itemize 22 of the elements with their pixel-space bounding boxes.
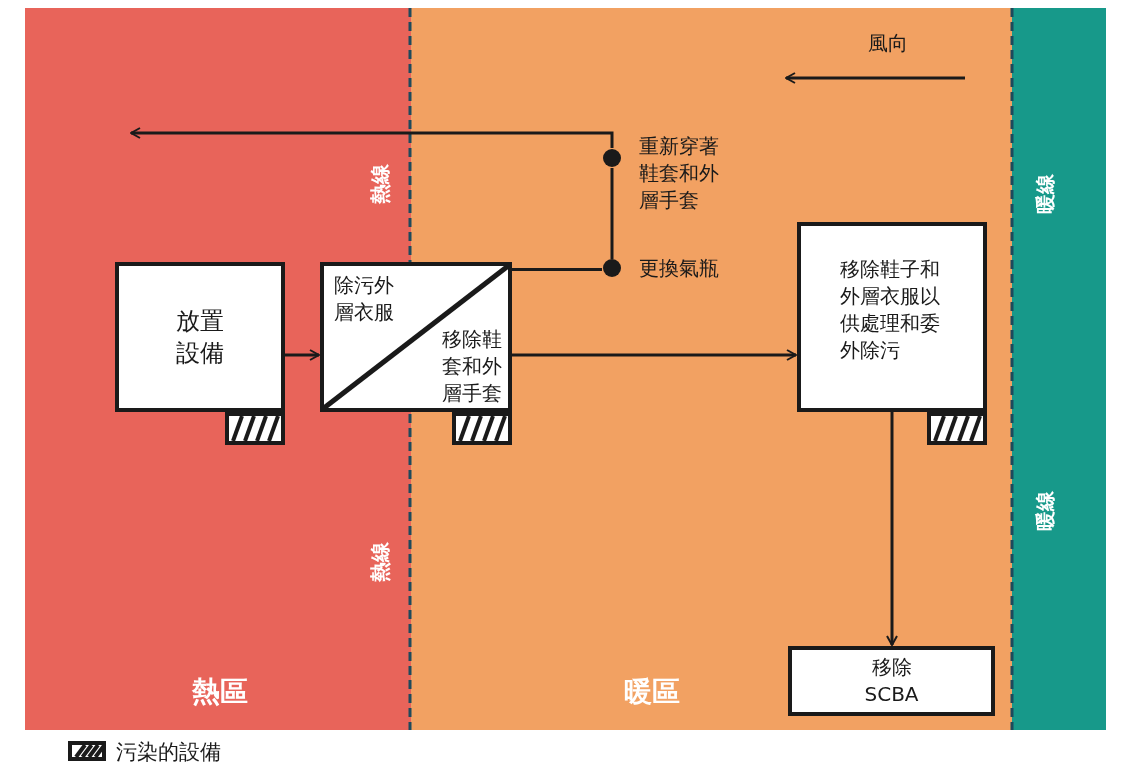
connector-line	[610, 168, 614, 259]
zone-label: 熱區	[192, 674, 248, 710]
zone-boundary-label: 暖線	[1031, 173, 1058, 214]
arrow	[512, 349, 797, 361]
legend-label: 污染的設備	[116, 739, 221, 766]
zone-boundary-label: 熱線	[366, 163, 393, 204]
connector-line	[512, 268, 602, 271]
zone-boundary-label: 暖線	[1031, 490, 1058, 531]
wind-direction-label: 風向	[868, 30, 908, 57]
box-text: 除污外層衣服	[334, 272, 395, 326]
zone-boundary-label: 熱線	[366, 541, 393, 582]
box-text: 移除鞋套和外層手套	[441, 326, 502, 407]
zone-label: 暖區	[624, 674, 680, 710]
process-box: 放置設備	[115, 262, 285, 412]
arrow	[285, 349, 320, 361]
step-label: 重新穿著鞋套和外層手套	[639, 133, 720, 214]
step-label: 更換氣瓶	[639, 255, 720, 282]
arrow	[886, 412, 898, 646]
arrow	[130, 127, 614, 148]
process-box: 移除 SCBA	[788, 646, 995, 716]
process-box: 移除鞋子和外層衣服以供處理和委外除污	[797, 222, 987, 412]
split-process-box	[320, 262, 512, 412]
